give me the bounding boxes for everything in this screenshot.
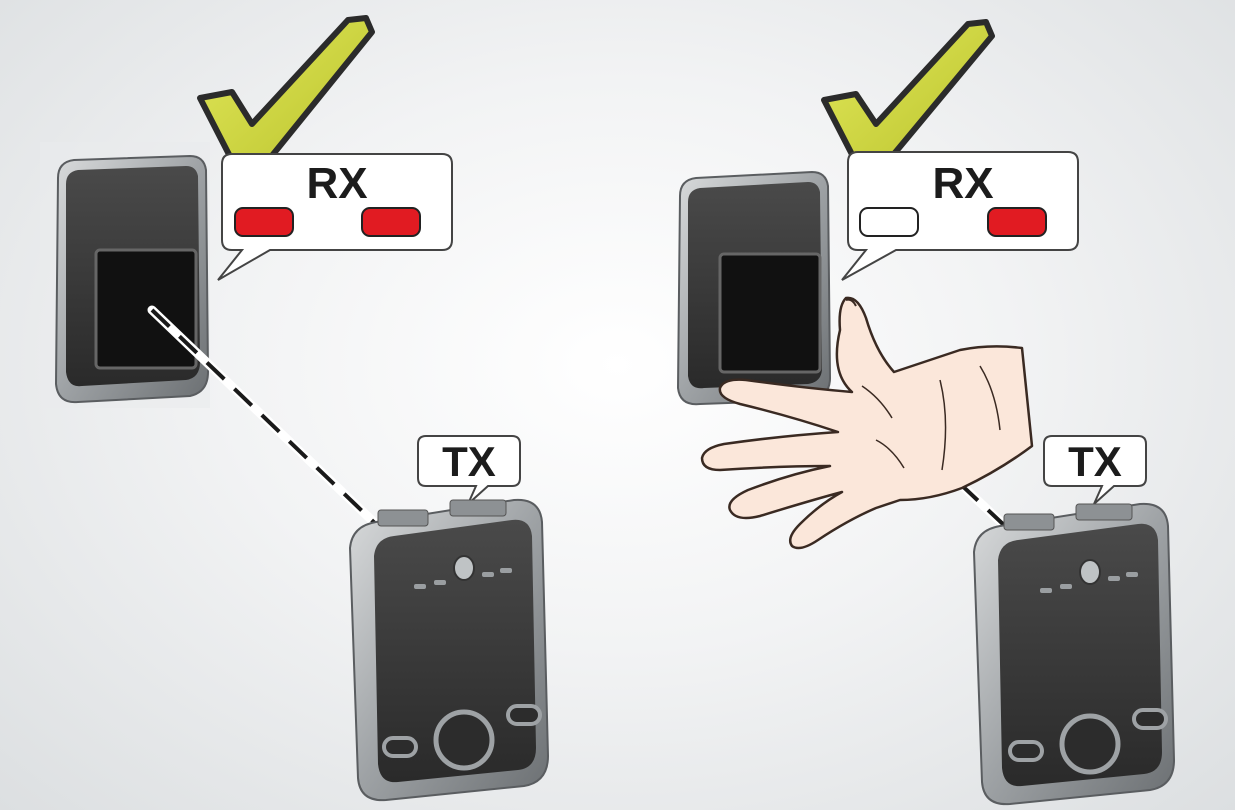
rx-led-right-1 [859, 207, 919, 237]
rx-callout-left: RX [217, 153, 453, 281]
rx-led-left-1 [234, 207, 294, 237]
panel-right: RX TX [676, 19, 1176, 806]
rx-led-right-2 [987, 207, 1047, 237]
panel-left: RX TX [40, 15, 550, 802]
tx-label-right: TX [1068, 438, 1122, 485]
rx-device-left [40, 142, 210, 408]
beam-left [150, 308, 384, 532]
hand-icon [700, 296, 1034, 550]
check-icon [197, 15, 375, 175]
tx-callout-right: TX [1043, 435, 1147, 505]
rx-led-left-2 [361, 207, 421, 237]
rx-callout-right: RX [841, 151, 1079, 281]
rx-label-right: RX [932, 159, 993, 208]
tx-callout-left: TX [417, 435, 521, 505]
check-icon-right [821, 19, 995, 173]
tx-device-right [972, 502, 1176, 806]
tx-device-left [348, 498, 550, 802]
tx-label-left: TX [442, 438, 496, 485]
rx-device-right [676, 170, 832, 406]
rx-label-left: RX [306, 159, 367, 208]
